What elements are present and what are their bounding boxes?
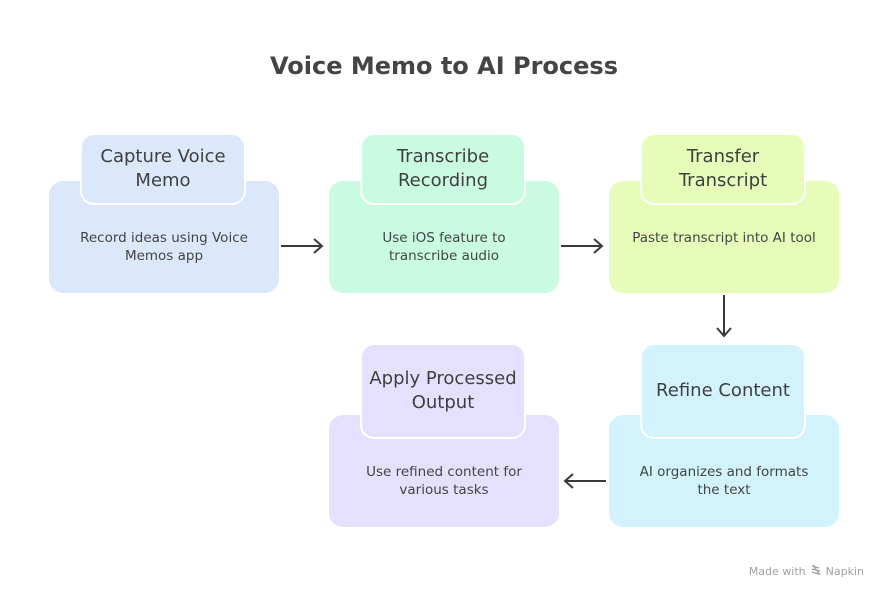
step-description: Record ideas using Voice Memos app bbox=[80, 230, 248, 264]
diagram-title: Voice Memo to AI Process bbox=[269, 52, 618, 80]
arrow-right-icon bbox=[281, 237, 325, 255]
step-title: Transfer Transcript bbox=[678, 146, 768, 191]
napkin-logo-icon bbox=[810, 564, 822, 579]
arrow-down-icon bbox=[715, 295, 733, 339]
step-title: Refine Content bbox=[656, 380, 790, 401]
step-transcribe-recording: Transcribe Recording Use iOS feature to … bbox=[329, 133, 559, 293]
step-title: Transcribe Recording bbox=[396, 146, 490, 191]
step-capture-voice-memo: Capture Voice Memo Record ideas using Vo… bbox=[49, 133, 279, 293]
step-title: Apply Processed Output bbox=[369, 368, 517, 413]
step-refine-content: Refine Content AI organizes and formats … bbox=[609, 343, 839, 527]
credit-brand: Napkin bbox=[825, 565, 864, 578]
arrow-right-icon bbox=[561, 237, 605, 255]
step-header: Transcribe Recording bbox=[360, 133, 526, 205]
credit-prefix: Made with bbox=[748, 565, 806, 578]
step-header: Refine Content bbox=[640, 343, 806, 439]
step-description: AI organizes and formats the text bbox=[639, 464, 809, 498]
made-with-napkin-credit[interactable]: Made with Napkin bbox=[749, 564, 864, 579]
step-transfer-transcript: Transfer Transcript Paste transcript int… bbox=[609, 133, 839, 293]
step-header: Transfer Transcript bbox=[640, 133, 806, 205]
arrow-left-icon bbox=[562, 472, 606, 490]
step-description: Use iOS feature to transcribe audio bbox=[382, 230, 506, 264]
step-header: Apply Processed Output bbox=[360, 343, 526, 439]
step-title: Capture Voice Memo bbox=[100, 146, 226, 191]
step-description: Use refined content for various tasks bbox=[366, 464, 522, 498]
step-description: Paste transcript into AI tool bbox=[632, 230, 816, 246]
step-apply-processed-output: Apply Processed Output Use refined conte… bbox=[329, 343, 559, 527]
step-header: Capture Voice Memo bbox=[80, 133, 246, 205]
